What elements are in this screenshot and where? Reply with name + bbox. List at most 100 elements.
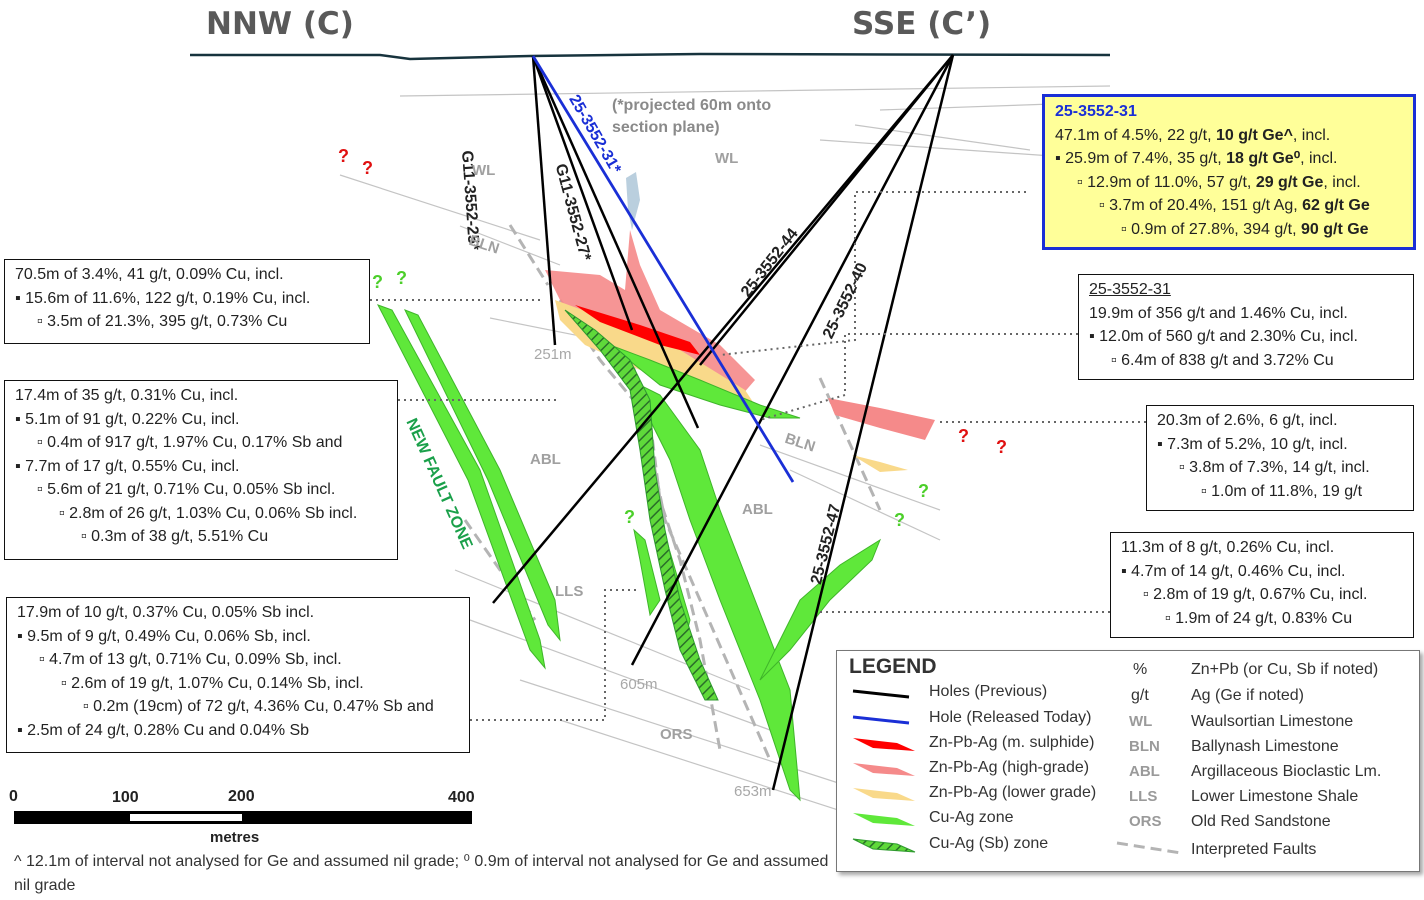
intercept-line: ▪ 9.5m of 9 g/t, 0.49% Cu, 0.06% Sb, inc… xyxy=(17,627,311,645)
legend: LEGEND Holes (Previous) Hole (Released T… xyxy=(836,650,1420,872)
unit-label-lls: LLS xyxy=(555,583,584,600)
unit-label-wl: WL xyxy=(715,150,739,167)
question-mark-red: ? xyxy=(362,158,373,178)
legend-unit-name: Waulsortian Limestone xyxy=(1191,713,1354,730)
intercept-line: ▫ 3.7m of 20.4%, 151 g/t Ag, 62 g/t Ge xyxy=(1099,197,1370,214)
legend-fault-label: Interpreted Faults xyxy=(1191,841,1317,858)
unit-label-wl: WL xyxy=(472,162,496,179)
legend-unit-abbr: ABL xyxy=(1129,763,1160,780)
intercept-line: ▪ 12.0m of 560 g/t and 2.30% Cu, incl. xyxy=(1089,328,1358,345)
unit-label-abl: ABL xyxy=(742,501,773,518)
intercept-line: ▫ 0.9m of 27.8%, 394 g/t, 90 g/t Ge xyxy=(1121,220,1369,238)
intercept-line: ▫ 0.2m (19cm) of 72 g/t, 4.36% Cu, 0.47%… xyxy=(83,698,434,715)
drill-holes-previous xyxy=(492,54,955,791)
intercept-line: ▪ 15.6m of 11.6%, 122 g/t, 0.19% Cu, inc… xyxy=(15,289,311,307)
intercept-line: ▫ 0.3m of 38 g/t, 5.51% Cu xyxy=(81,528,269,545)
intercept-box-c: 17.9m of 10 g/t, 0.37% Cu, 0.05% Sb incl… xyxy=(6,597,470,753)
intercept-line: 11.3m of 8 g/t, 0.26% Cu, incl. xyxy=(1121,539,1335,556)
legend-item: Cu-Ag (Sb) zone xyxy=(929,835,1049,852)
scale-tick-label: 0 xyxy=(9,788,18,805)
intercept-box-25-3552-31-cu: 25-3552-31 19.9m of 356 g/t and 1.46% Cu… xyxy=(1078,274,1414,380)
question-mark-green: ? xyxy=(624,507,635,527)
intercept-line: ▪ 2.5m of 24 g/t, 0.28% Cu and 0.04% Sb xyxy=(17,721,310,739)
intercept-line: ▪ 4.7m of 14 g/t, 0.46% Cu, incl. xyxy=(1121,562,1346,580)
intercept-line: ▪ 25.9m of 7.4%, 35 g/t, 18 g/t Ge⁰, inc… xyxy=(1055,150,1338,167)
intercept-line: ▫ 5.6m of 21 g/t, 0.71% Cu, 0.05% Sb inc… xyxy=(37,481,336,498)
question-mark-red: ? xyxy=(338,146,349,166)
intercept-line: 70.5m of 3.4%, 41 g/t, 0.09% Cu, incl. xyxy=(15,266,284,283)
intercept-line: ▪ 7.3m of 5.2%, 10 g/t, incl. xyxy=(1157,435,1348,453)
intercept-box-title: 25-3552-31 xyxy=(1089,281,1171,298)
intercept-line: 47.1m of 4.5%, 22 g/t, 10 g/t Ge^, incl. xyxy=(1055,126,1331,144)
question-mark-green: ? xyxy=(918,481,929,501)
intercept-line: ▫ 3.5m of 21.3%, 395 g/t, 0.73% Cu xyxy=(37,313,288,330)
scale-unit-label: metres xyxy=(210,829,260,846)
legend-unit-name: Ag (Ge if noted) xyxy=(1191,687,1304,704)
intercept-line: ▫ 0.4m of 917 g/t, 1.97% Cu, 0.17% Sb an… xyxy=(37,434,343,451)
intercept-line: ▫ 1.9m of 24 g/t, 0.83% Cu xyxy=(1165,609,1353,627)
legend-item: Zn-Pb-Ag (high-grade) xyxy=(929,759,1090,776)
intercept-line: 20.3m of 2.6%, 6 g/t, incl. xyxy=(1157,412,1338,429)
projection-note: (*projected 60m onto section plane) xyxy=(612,95,771,139)
question-mark-green: ? xyxy=(894,510,905,530)
projection-note-line-2: section plane) xyxy=(612,119,720,136)
intercept-line: ▫ 2.6m of 19 g/t, 1.07% Cu, 0.14% Sb, in… xyxy=(61,674,364,692)
intercept-line: ▫ 1.0m of 11.8%, 19 g/t xyxy=(1201,482,1363,500)
legend-unit-name: Lower Limestone Shale xyxy=(1191,788,1359,805)
intercept-line: 19.9m of 356 g/t and 1.46% Cu, incl. xyxy=(1089,304,1348,322)
legend-item: Zn-Pb-Ag (m. sulphide) xyxy=(929,734,1095,751)
drill-hole-released-today xyxy=(531,55,795,483)
interpreted-faults xyxy=(463,224,882,761)
legend-unit-abbr: ORS xyxy=(1129,813,1162,830)
lower-grade-zone-east xyxy=(852,455,908,472)
intercept-line: 17.4m of 35 g/t, 0.31% Cu, incl. xyxy=(15,387,239,404)
legend-fault-symbol xyxy=(1116,841,1182,855)
footnote: ^ 12.1m of interval not analysed for Ge … xyxy=(14,853,829,894)
section-start-label: NNW (C) xyxy=(206,6,354,42)
legend-item: Cu-Ag zone xyxy=(929,809,1014,826)
legend-unit-abbr: % xyxy=(1133,661,1148,678)
scale-tick-label: 100 xyxy=(112,789,139,806)
section-end-label: SSE (C’) xyxy=(852,6,992,42)
intercept-line: ▫ 2.8m of 26 g/t, 1.03% Cu, 0.06% Sb inc… xyxy=(59,504,358,522)
intercept-line: 17.9m of 10 g/t, 0.37% Cu, 0.05% Sb incl… xyxy=(17,604,315,621)
legend-symbols xyxy=(852,689,916,853)
legend-unit-abbr: WL xyxy=(1129,713,1153,730)
legend-unit-abbr: LLS xyxy=(1129,788,1158,805)
legend-item: Zn-Pb-Ag (lower grade) xyxy=(929,784,1097,801)
legend-unit-name: Old Red Sandstone xyxy=(1191,813,1331,830)
intercept-line: ▪ 5.1m of 91 g/t, 0.22% Cu, incl. xyxy=(15,410,240,428)
scale-bar xyxy=(14,811,472,824)
legend-item: Holes (Previous) xyxy=(929,683,1048,700)
lower-grade-zone xyxy=(555,300,755,405)
intercept-box-d: 20.3m of 2.6%, 6 g/t, incl. ▪ 7.3m of 5.… xyxy=(1146,405,1414,511)
projection-note-line-1: (*projected 60m onto xyxy=(612,97,772,114)
unit-label-abl: ABL xyxy=(530,451,561,468)
unit-label-ors: ORS xyxy=(660,726,693,743)
legend-unit-name: Zn+Pb (or Cu, Sb if noted) xyxy=(1191,661,1379,678)
topography-line xyxy=(190,52,1111,61)
legend-unit-abbr: BLN xyxy=(1129,738,1160,755)
intercept-line: ▫ 6.4m of 838 g/t and 3.72% Cu xyxy=(1111,351,1334,369)
intercept-line: ▪ 7.7m of 17 g/t, 0.55% Cu, incl. xyxy=(15,457,240,475)
legend-item: Hole (Released Today) xyxy=(929,709,1092,726)
question-mark-red: ? xyxy=(958,426,969,446)
intercept-box-25-3552-31-ge: 25-3552-31 47.1m of 4.5%, 22 g/t, 10 g/t… xyxy=(1042,94,1416,250)
question-mark-red: ? xyxy=(996,437,1007,457)
legend-unit-name: Argillaceous Bioclastic Lm. xyxy=(1191,763,1382,780)
depth-label: 605m xyxy=(620,676,658,693)
intercept-line: ▫ 3.8m of 7.3%, 14 g/t, incl. xyxy=(1179,459,1370,476)
intercept-line: ▫ 12.9m of 11.0%, 57 g/t, 29 g/t Ge, inc… xyxy=(1077,173,1361,191)
scale-tick-label: 400 xyxy=(448,789,475,806)
leader-lines xyxy=(370,191,1146,721)
intercept-box-b: 17.4m of 35 g/t, 0.31% Cu, incl. ▪ 5.1m … xyxy=(4,380,398,560)
intercept-line: ▫ 4.7m of 13 g/t, 0.71% Cu, 0.09% Sb, in… xyxy=(39,651,342,668)
scale-tick-label: 200 xyxy=(228,788,255,805)
depth-label: 251m xyxy=(534,346,572,363)
intercept-box-title: 25-3552-31 xyxy=(1055,103,1137,120)
legend-unit-abbr: g/t xyxy=(1131,687,1149,704)
question-mark-green: ? xyxy=(372,272,383,292)
massive-sulphide-zone xyxy=(575,305,700,355)
high-grade-zone-east xyxy=(828,398,935,440)
